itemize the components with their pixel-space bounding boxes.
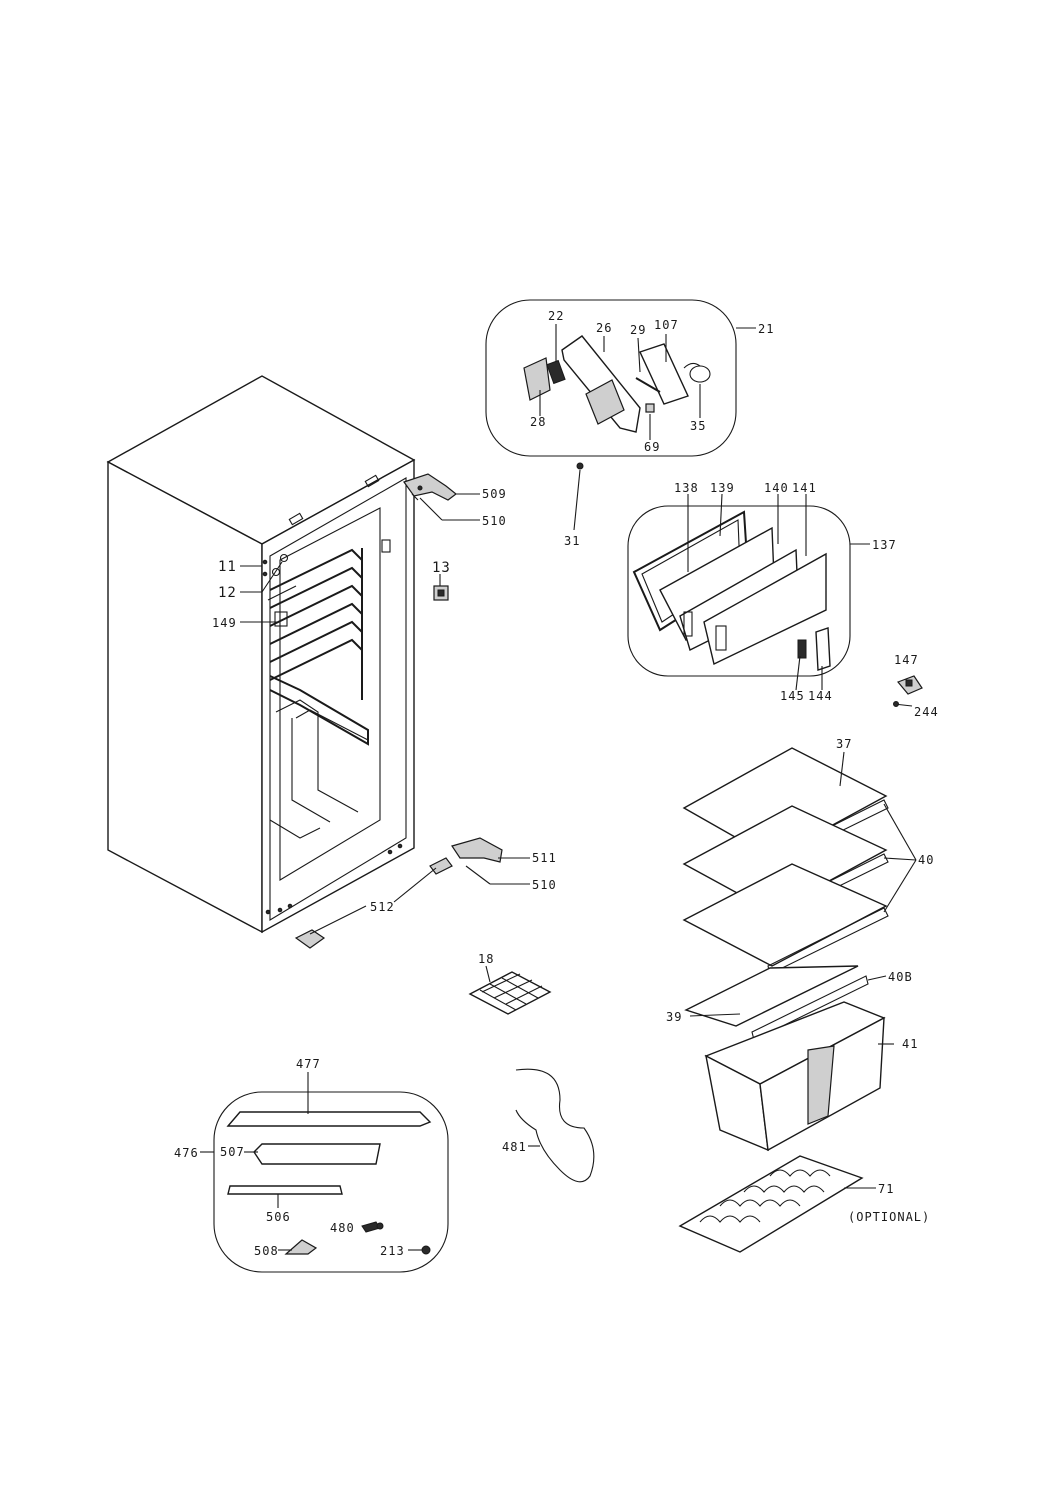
callout-512: 512 xyxy=(370,900,395,914)
callout-69: 69 xyxy=(644,440,660,454)
callout-labels: 11 12 13 149 509 510 511 510 512 21 22 2… xyxy=(174,309,939,1258)
callout-149: 149 xyxy=(212,616,237,630)
callout-37: 37 xyxy=(836,737,852,751)
callout-508: 508 xyxy=(254,1244,279,1258)
callout-510-top: 510 xyxy=(482,514,507,528)
callout-244: 244 xyxy=(914,705,939,719)
base-kit-group xyxy=(200,1072,449,1273)
callout-28: 28 xyxy=(530,415,546,429)
callout-507: 507 xyxy=(220,1145,245,1159)
callout-145: 145 xyxy=(780,689,805,703)
callout-18: 18 xyxy=(478,952,494,966)
callout-13: 13 xyxy=(432,560,451,576)
callout-510-bottom: 510 xyxy=(532,878,557,892)
callout-39: 39 xyxy=(666,1010,682,1024)
callout-511: 511 xyxy=(532,851,557,865)
callout-31: 31 xyxy=(564,534,580,548)
door-assembly-group xyxy=(627,493,870,691)
cabinet-shelf-rails xyxy=(267,548,363,700)
callout-147: 147 xyxy=(894,653,919,667)
refrigerator-cabinet xyxy=(106,375,416,934)
callout-213: 213 xyxy=(380,1244,405,1258)
callout-22: 22 xyxy=(548,309,564,323)
cabinet-leaders xyxy=(240,493,530,935)
callout-477: 477 xyxy=(296,1057,321,1071)
callout-138: 138 xyxy=(674,481,699,495)
callout-144: 144 xyxy=(808,689,833,703)
callout-506: 506 xyxy=(266,1210,291,1224)
callout-40b: 40B xyxy=(888,970,913,984)
callout-41: 41 xyxy=(902,1037,918,1051)
callout-509: 509 xyxy=(482,487,507,501)
switch-part-13 xyxy=(433,585,449,601)
top-hinge-part xyxy=(403,473,457,501)
callout-26: 26 xyxy=(596,321,612,335)
hinge-cover-part xyxy=(893,675,923,707)
callout-12: 12 xyxy=(218,585,237,601)
callout-139: 139 xyxy=(710,481,735,495)
callout-29: 29 xyxy=(630,323,646,337)
callout-141: 141 xyxy=(792,481,817,495)
optional-note: (OPTIONAL) xyxy=(848,1210,930,1224)
callout-107: 107 xyxy=(654,318,679,332)
callout-71: 71 xyxy=(878,1182,894,1196)
control-panel-group xyxy=(485,299,756,531)
callout-11: 11 xyxy=(218,559,237,575)
callout-35: 35 xyxy=(690,419,706,433)
bottle-rack xyxy=(678,1155,876,1253)
glass-shelves xyxy=(682,747,917,1041)
callout-480: 480 xyxy=(330,1221,355,1235)
callout-476: 476 xyxy=(174,1146,199,1160)
bottom-hinge-part xyxy=(294,837,503,949)
callout-21: 21 xyxy=(758,322,774,336)
callout-40: 40 xyxy=(918,853,934,867)
ice-tray xyxy=(468,965,552,1015)
callout-140: 140 xyxy=(764,481,789,495)
callout-137: 137 xyxy=(872,538,897,552)
callout-481: 481 xyxy=(502,1140,527,1154)
cable-wire xyxy=(515,1068,595,1183)
crisper-drawer xyxy=(704,1001,894,1152)
